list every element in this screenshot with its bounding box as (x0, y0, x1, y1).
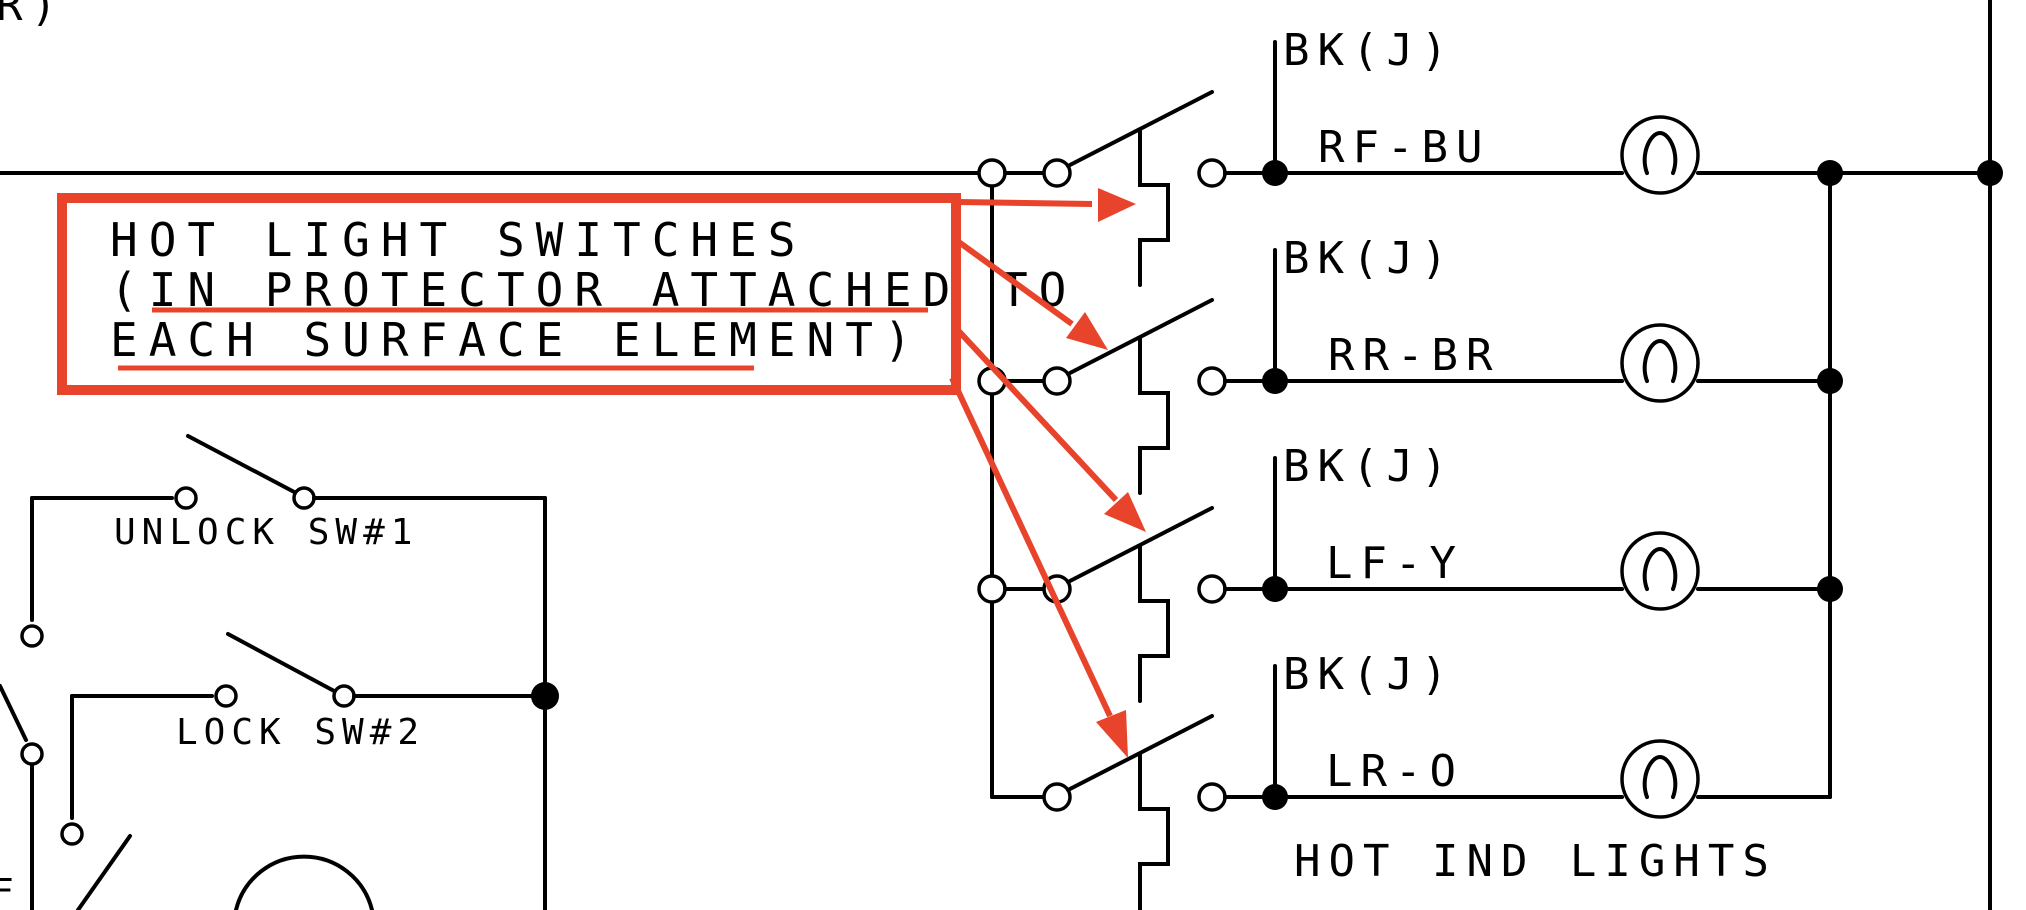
switch1-pivot-terminal (1042, 158, 1072, 188)
junction-node (1817, 160, 1843, 186)
annotation-arrow-4 (949, 376, 1113, 718)
arrow-head (1098, 188, 1136, 222)
annotation-arrow-3 (951, 323, 1119, 503)
junction-node (531, 682, 559, 710)
switch1-contact-terminal (1197, 158, 1227, 188)
wire-tap-label: BK(J) (1283, 233, 1455, 284)
lock-switch-terminal (332, 684, 356, 708)
hot-ind-lights-caption: HOT IND LIGHTS (1294, 836, 1777, 887)
thermal-actuator-linkage (1138, 128, 1170, 910)
light-circuit-2: BK(J) RR-BR (977, 233, 1843, 403)
lamp-filament (1642, 754, 1678, 799)
unlock-switch-blade (186, 434, 300, 496)
arrow-head (1104, 492, 1146, 532)
switch3-input-terminal (977, 574, 1007, 604)
switch3-contact-terminal (1197, 574, 1227, 604)
switch1-input-terminal (977, 158, 1007, 188)
motor-symbol (234, 854, 374, 910)
junction-node (1817, 368, 1843, 394)
annotation-line-3: EACH SURFACE ELEMENT) (110, 313, 923, 367)
wire-tap-label: BK(J) (1283, 441, 1455, 492)
arrow-head (1066, 312, 1108, 350)
annotation-line-1: HOT LIGHT SWITCHES (110, 213, 807, 267)
lock-switch-label: LOCK SW#2 (176, 712, 425, 753)
indicator-lamp-icon (1620, 115, 1700, 195)
annotation-overlay: HOT LIGHT SWITCHES (IN PROTECTOR ATTACHE… (57, 188, 1146, 758)
lamp-filament (1642, 546, 1678, 591)
light-label-rf-bu: RF-BU (1318, 122, 1490, 173)
corner-text-fragment: R) (0, 0, 65, 31)
light-circuit-4: BK(J) LR-O (1042, 649, 1832, 819)
annotation-box (57, 193, 961, 395)
terminal (20, 624, 44, 648)
lamp-filament (1642, 338, 1678, 383)
lock-switch-terminal (214, 684, 238, 708)
unlock-switch-label: UNLOCK SW#1 (114, 512, 418, 553)
light-label-rr-br: RR-BR (1328, 330, 1500, 381)
wire-tap-label: BK(J) (1283, 25, 1455, 76)
indicator-lamp-icon (1620, 739, 1700, 819)
unlock-switch-terminal (292, 486, 316, 510)
right-bus-node (1977, 160, 2003, 186)
lamp-filament (1642, 130, 1678, 175)
lock-circuit: UNLOCK SW#1 LOCK SW#2 F (0, 434, 559, 910)
switch2-pivot-terminal (1042, 366, 1072, 396)
switch4-contact-terminal (1197, 782, 1227, 812)
terminal (60, 822, 84, 846)
left-text-fragment: F (0, 872, 20, 910)
arrow-head (1096, 710, 1128, 758)
switch4-pivot-terminal (1042, 782, 1072, 812)
indicator-lamp-icon (1620, 531, 1700, 611)
annotation-arrow-1 (957, 199, 1093, 207)
light-label-lr-o: LR-O (1326, 746, 1464, 797)
annotation-arrow-2 (954, 237, 1074, 327)
switch2-contact-terminal (1197, 366, 1227, 396)
lock-switch-blade (226, 632, 338, 694)
indicator-lamp-icon (1620, 323, 1700, 403)
terminal (20, 742, 44, 766)
light-label-lf-y: LF-Y (1326, 538, 1464, 589)
junction-node (1817, 576, 1843, 602)
unlock-switch-terminal (174, 486, 198, 510)
light-circuit-3: BK(J) LF-Y (977, 441, 1843, 611)
wire-tap-label: BK(J) (1283, 649, 1455, 700)
light-circuit-1: BK(J) RF-BU (977, 25, 1843, 195)
switch2-input-terminal (977, 366, 1007, 396)
